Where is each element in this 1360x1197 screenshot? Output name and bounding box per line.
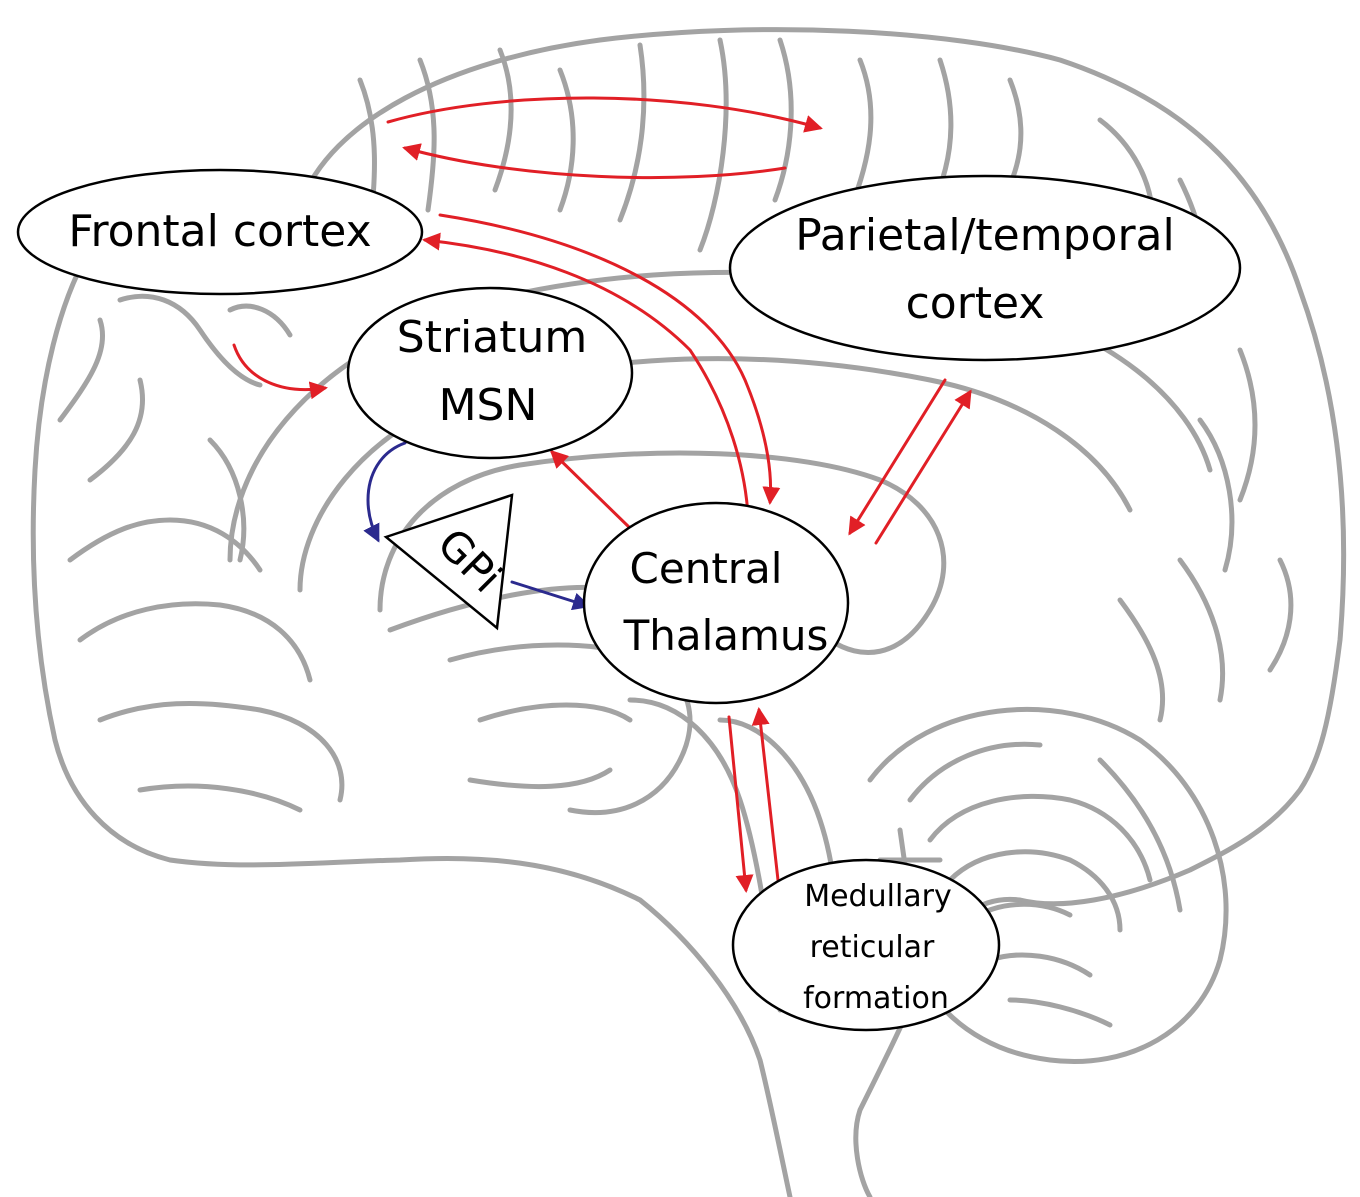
node-medulla-label-line3: formation — [803, 981, 949, 1016]
node-medulla-label-line1: Medullary — [804, 879, 952, 914]
node-parietal-temporal-label-line1: Parietal/temporal — [795, 210, 1174, 261]
node-central-thalamus: Central Thalamus — [584, 503, 848, 703]
node-frontal-cortex-label: Frontal cortex — [68, 206, 371, 257]
node-striatum-msn: Striatum MSN — [348, 288, 632, 458]
node-frontal-cortex: Frontal cortex — [18, 170, 422, 294]
edge-parietal-to-frontal — [405, 148, 785, 178]
node-striatum-label-line2: MSN — [439, 380, 538, 431]
edge-striatum-to-gpi — [368, 443, 405, 540]
node-parietal-temporal-cortex: Parietal/temporal cortex — [730, 176, 1240, 360]
edge-frontal-to-striatum — [234, 345, 325, 390]
node-striatum-label-line1: Striatum — [397, 312, 587, 363]
node-central-thalamus-label-line1: Central — [630, 544, 783, 593]
node-central-thalamus-label-line2: Thalamus — [623, 611, 829, 660]
node-medulla-label-line2: reticular — [810, 930, 935, 965]
node-medullary-reticular-formation: Medullary reticular formation — [733, 860, 999, 1030]
edge-frontal-to-parietal — [388, 98, 820, 128]
node-parietal-temporal-label-line2: cortex — [906, 278, 1045, 329]
edge-thalamus-to-striatum — [552, 452, 632, 530]
edge-medulla-to-thalamus — [759, 710, 778, 880]
